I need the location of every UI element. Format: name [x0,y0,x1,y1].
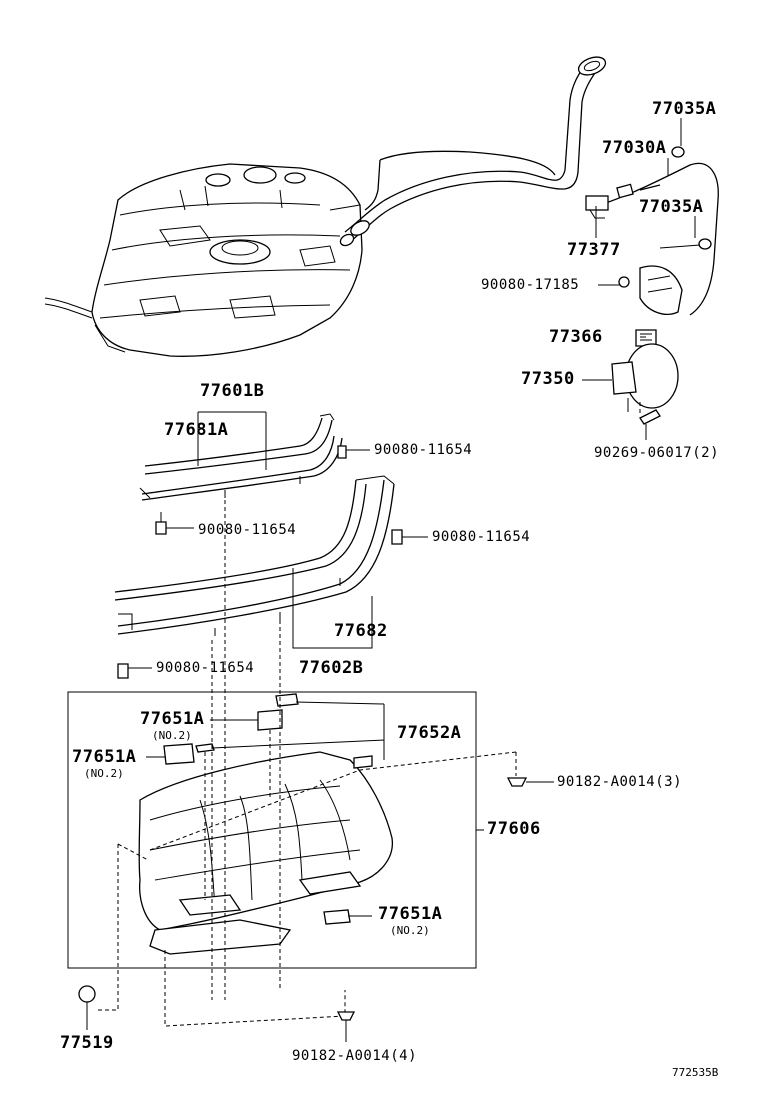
label-77651a-1: 77651A [140,709,205,729]
label-77681a: 77681A [164,420,229,440]
opener-cable-drawing [585,146,719,425]
label-77652a: 77652A [397,723,462,743]
label-90080-11654-c: 90080-11654 [432,529,531,545]
label-77350: 77350 [521,369,575,389]
leader-lines [128,118,696,917]
diagram-id: 772535B [672,1066,719,1079]
label-77651a-3: 77651A [378,904,443,924]
label-77377: 77377 [567,240,621,260]
label-77651a-2-note: (NO.2) [84,767,124,780]
label-77519: 77519 [60,1033,114,1053]
label-90269-06017: 90269-06017(2) [594,445,720,461]
label-77651a-3-note: (NO.2) [390,924,430,937]
protector-77606-drawing [138,693,394,955]
label-90182-a0014-4: 90182-A0014(4) [292,1048,418,1064]
fasteners [78,777,528,1042]
label-77035a-mid: 77035A [639,197,704,217]
label-90182-a0014-3: 90182-A0014(3) [557,774,683,790]
label-77030a: 77030A [602,138,667,158]
label-90080-11654-a: 90080-11654 [374,442,473,458]
label-90080-11654-b: 90080-11654 [198,522,297,538]
label-77602b: 77602B [299,658,364,678]
band-77602b-drawing [114,475,403,679]
label-77601b: 77601B [200,381,265,401]
label-90080-11654-d: 90080-11654 [156,660,255,676]
fuel-tank-drawing [44,163,363,357]
band-77601b-drawing [139,413,347,535]
label-77366: 77366 [549,327,603,347]
label-77035a-top: 77035A [652,99,717,119]
label-77606: 77606 [487,819,541,839]
alignment-dashed-lines [98,402,641,1027]
filler-pipe-drawing [339,56,607,247]
label-77682: 77682 [334,621,388,641]
label-77651a-2: 77651A [72,747,137,767]
label-77651a-1-note: (NO.2) [152,729,192,742]
label-90080-17185: 90080-17185 [481,277,580,293]
